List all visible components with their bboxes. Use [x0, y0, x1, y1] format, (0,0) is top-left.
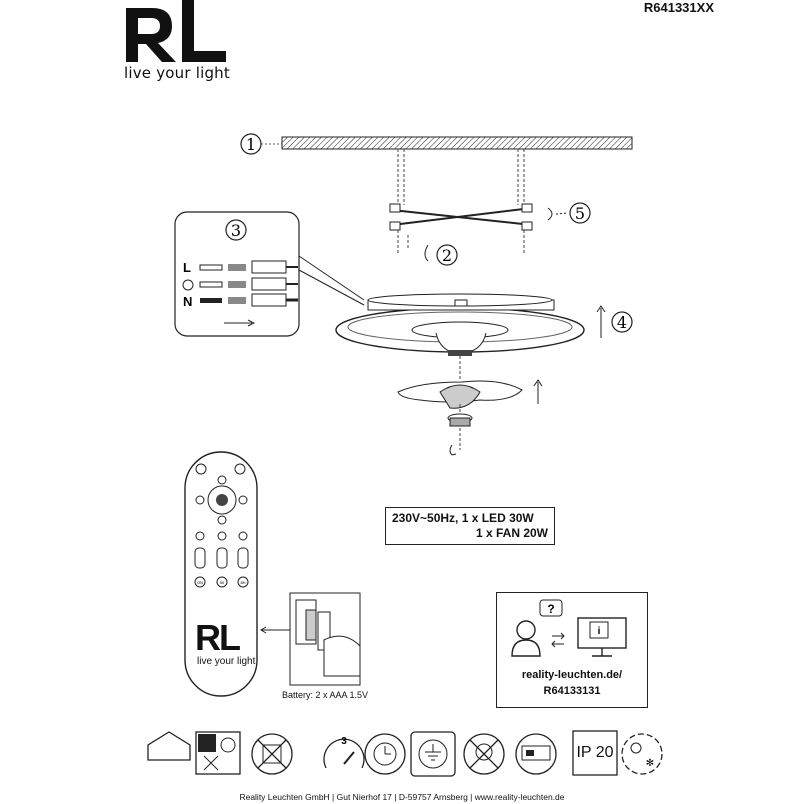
dimmable-season-icon: ✻ — [621, 733, 663, 775]
remote-tagline: live your light — [197, 656, 256, 667]
info-url-text: reality-leuchten.de/ — [521, 669, 623, 681]
footer-address: Reality Leuchten GmbH | Gut Nierhof 17 |… — [239, 792, 565, 802]
timer-icon — [364, 733, 406, 775]
step-2-label: 2 — [442, 246, 452, 265]
wire-l-label: L — [183, 260, 191, 275]
step-4-label: 4 — [617, 313, 627, 332]
ceiling — [281, 136, 633, 150]
earth-icon — [182, 279, 194, 291]
speed-3-icon: 3 — [323, 736, 365, 769]
rl-logo — [122, 0, 232, 64]
info-box — [496, 592, 648, 708]
fan-blades — [397, 380, 523, 409]
remote-logo: RL — [195, 617, 241, 658]
step-3-label: 3 — [231, 221, 241, 240]
svg-text:?: ? — [547, 602, 554, 616]
svg-text:✻: ✻ — [646, 758, 654, 769]
lamp-body — [335, 293, 585, 356]
remote-control: ON 50 8H — [184, 451, 258, 697]
step-1-marker: 1 — [240, 133, 282, 155]
cap-nut — [447, 413, 473, 427]
indoor-house-icon — [147, 731, 191, 761]
battery-label: Battery: 2 x AAA 1.5V — [282, 690, 369, 700]
protection-class-1-icon — [410, 731, 456, 777]
brand-tagline: live your light — [124, 64, 230, 82]
wire-n-label: N — [183, 294, 192, 309]
led-not-replaceable-icon — [463, 733, 505, 775]
ip-rating-label: IP 20 — [576, 744, 614, 761]
spec-line-2: 1 x FAN 20W — [475, 526, 548, 540]
battery-compartment — [289, 592, 361, 686]
remote-control-icon — [515, 733, 557, 775]
step-5-label: 5 — [575, 204, 585, 223]
step-5-marker: 5 — [547, 202, 591, 224]
svg-text:3: 3 — [341, 736, 347, 747]
step-2-marker: 2 — [436, 244, 458, 266]
ip-rating-icon — [572, 730, 618, 776]
remote-button-8h: 8H — [240, 580, 245, 585]
wiring-detail: 3 L N — [174, 211, 365, 337]
model-number: R641331XX — [643, 0, 714, 15]
spec-box: 230V~50Hz, 1 x LED 30W 1 x FAN 20W — [385, 507, 555, 545]
info-graphic: ? i — [511, 599, 627, 657]
mounting-bracket — [389, 203, 533, 231]
remote-button-50: 50 — [220, 580, 225, 585]
no-dispose-household-icon — [251, 733, 293, 775]
remote-button-on: ON — [197, 580, 203, 585]
spec-line-1: 230V~50Hz, 1 x LED 30W — [392, 511, 534, 525]
step-4-marker: 4 — [596, 305, 633, 338]
info-url[interactable]: reality-leuchten.de/ R64133131 — [496, 667, 648, 699]
step-1-label: 1 — [246, 135, 256, 154]
info-code: R64133131 — [543, 685, 601, 697]
no-insulation-cover-icon — [195, 731, 241, 775]
svg-text:i: i — [598, 626, 601, 637]
